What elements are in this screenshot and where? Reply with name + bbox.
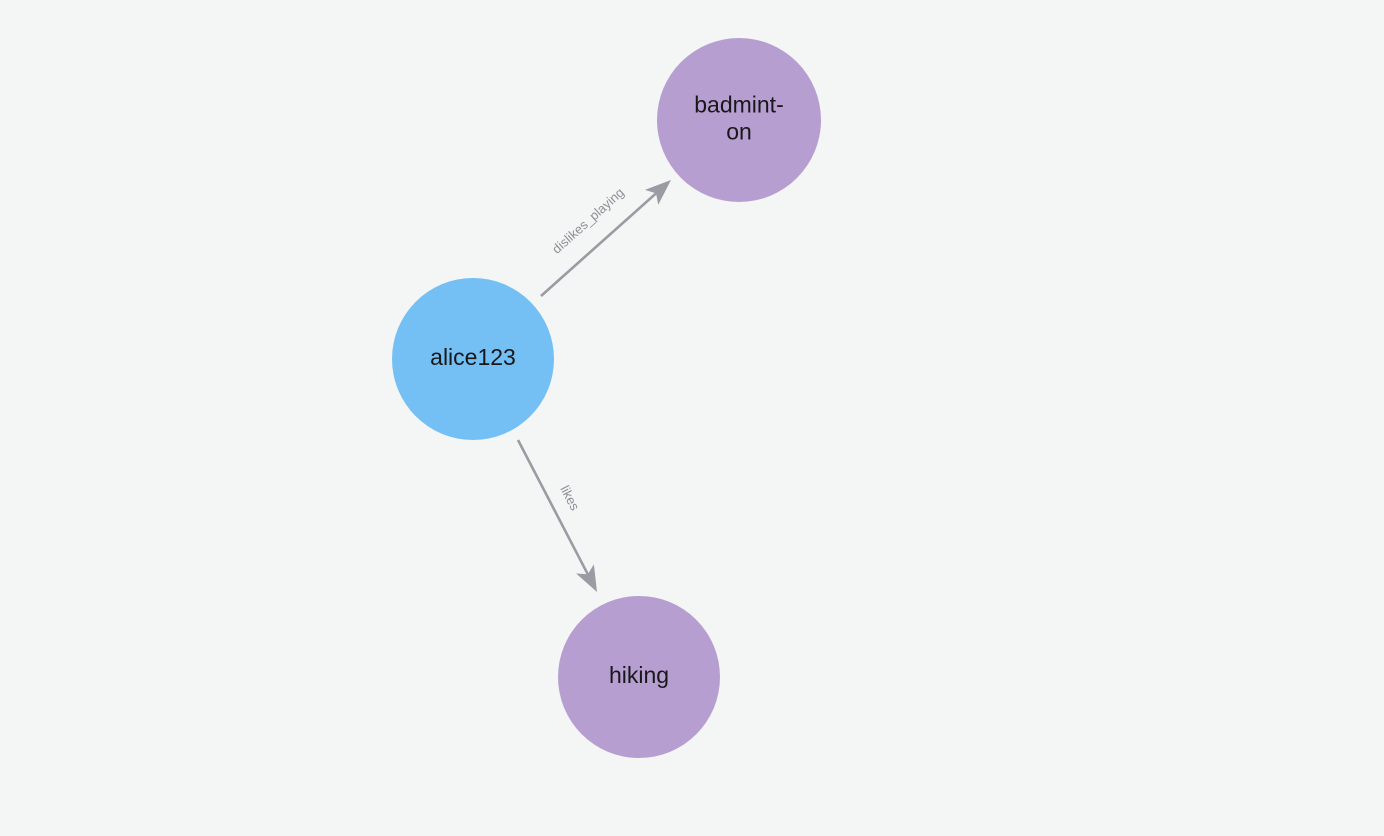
edge-label-likes: likes	[557, 483, 583, 513]
edge-line-likes	[516, 439, 592, 581]
arrowhead-dislikes-playing	[644, 180, 671, 205]
edge-line-dislikes-playing	[540, 188, 662, 297]
graph-node-hiking[interactable]: hiking	[558, 596, 720, 758]
node-circle-hiking[interactable]	[558, 596, 720, 758]
edge-likes[interactable]: likes	[516, 439, 606, 597]
edge-label-dislikes-playing: dislikes_playing	[549, 185, 627, 257]
edge-dislikes-playing[interactable]: dislikes_playing	[540, 173, 678, 297]
node-circle-badminton[interactable]	[657, 38, 821, 202]
node-circle-alice123[interactable]	[392, 278, 554, 440]
arrowhead-likes	[576, 564, 597, 592]
graph-node-alice123[interactable]: alice123	[392, 278, 554, 440]
nodes-layer: badmint-on alice123 hiking	[392, 38, 821, 758]
graph-node-badminton[interactable]: badmint-on	[657, 38, 821, 202]
